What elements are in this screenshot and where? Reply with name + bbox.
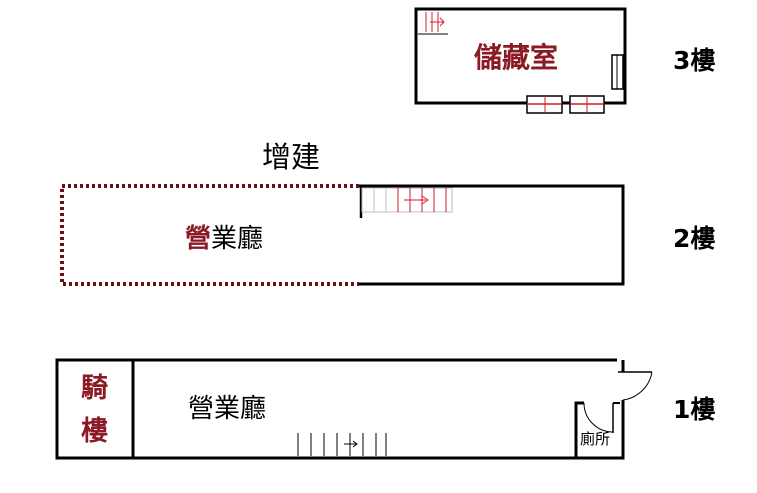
room-label-storage: 儲藏室 [474,41,559,74]
floor-2-existing-walls [359,184,625,286]
room-label-hall-2f-rest: 業廳 [211,224,264,254]
floor-label-1: 1樓 [673,395,716,424]
stair-icon [361,187,453,213]
bottom-door-fixtures [526,95,605,114]
arcade-label-bottom: 樓 [81,416,108,447]
room-label-hall-2f: 營業廳 [185,226,263,252]
door-swing-icon [618,371,653,401]
room-label-hall-2f-first-char: 營 [185,224,212,254]
floor-1-plan [55,358,653,460]
extension-label: 增建 [262,140,321,174]
floor-3-plan [414,7,627,114]
floor-3-walls [414,7,627,105]
arcade-label-top: 騎 [81,373,108,404]
stair-icon [297,433,387,456]
room-label-hall-1f: 營業廳 [188,394,267,424]
window-icon [611,54,624,90]
floor-2-plan [60,184,625,286]
floor-1-walls [55,358,625,460]
floor-label-2: 2樓 [673,224,716,253]
floor-label-3: 3樓 [673,46,716,75]
toilet-partition [574,401,620,458]
stair-icon [418,12,448,35]
toilet-label: 廁所 [580,430,611,448]
